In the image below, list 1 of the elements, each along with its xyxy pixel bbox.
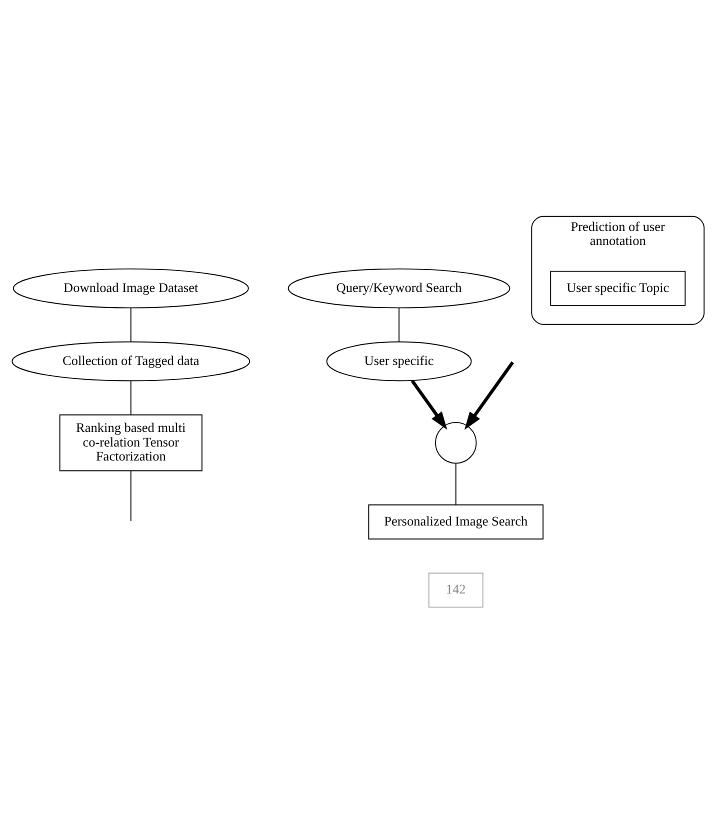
label: 142 bbox=[446, 582, 466, 597]
